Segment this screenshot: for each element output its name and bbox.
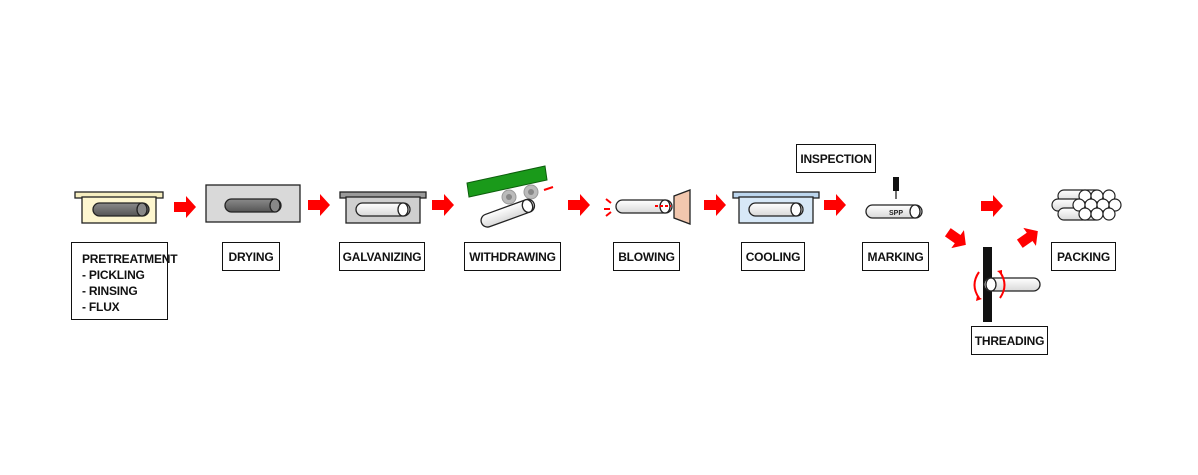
pretreatment-tank-icon — [74, 191, 164, 224]
pretreatment-item-pickling: - PICKLING — [82, 268, 145, 282]
flow-arrow-1 — [174, 196, 196, 218]
packing-bundle-icon — [1051, 189, 1122, 221]
flow-arrow-3 — [432, 194, 454, 216]
withdrawing-label: WITHDRAWING — [464, 242, 561, 271]
pipe-stamp-text: SPP — [889, 210, 903, 217]
galvanizing-label: GALVANIZING — [339, 242, 425, 271]
drying-oven-icon — [205, 184, 301, 223]
flow-arrow-7 — [981, 195, 1003, 217]
pretreatment-title: PRETREATMENT — [82, 252, 178, 266]
marking-label: MARKING — [862, 242, 929, 271]
blowing-icon — [604, 189, 691, 225]
flow-arrow-from-threading — [1016, 227, 1038, 248]
threading-label: THREADING — [971, 326, 1048, 355]
flow-arrow-5 — [704, 194, 726, 216]
pretreatment-item-rinsing: - RINSING — [82, 284, 138, 298]
pretreatment-item-flux: - FLUX — [82, 300, 120, 314]
drying-label: DRYING — [222, 242, 280, 271]
pretreatment-label: PRETREATMENT - PICKLING - RINSING - FLUX — [71, 242, 178, 320]
withdrawing-icon — [466, 165, 554, 228]
packing-label: PACKING — [1051, 242, 1116, 271]
galvanizing-tank-icon — [339, 191, 427, 224]
flow-arrow-4 — [568, 194, 590, 216]
marking-icon: SPP — [865, 177, 923, 219]
flow-arrow-2 — [308, 194, 330, 216]
inspection-label: INSPECTION — [796, 144, 876, 173]
flow-arrow-to-threading — [944, 228, 966, 249]
cooling-label: COOLING — [741, 242, 805, 271]
threading-icon — [973, 247, 1041, 322]
blowing-label: BLOWING — [613, 242, 680, 271]
flow-arrow-6 — [824, 194, 846, 216]
cooling-tank-icon — [732, 191, 820, 224]
